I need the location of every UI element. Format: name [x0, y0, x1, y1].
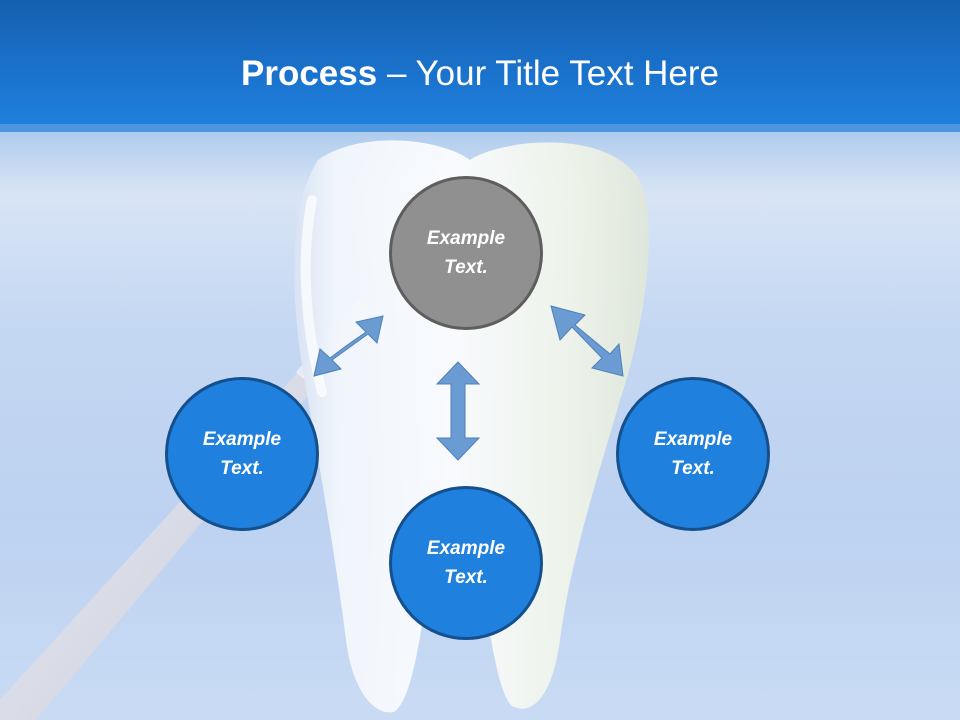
- tooth-shape: [294, 140, 649, 713]
- arrow-left-top: [313, 315, 384, 377]
- arrow-right-top: [550, 305, 624, 377]
- arrow-center: [435, 361, 481, 461]
- title-rest: – Your Title Text Here: [377, 54, 719, 93]
- node-bottom-label: Example Text.: [426, 538, 506, 588]
- node-left: Example Text.: [165, 377, 319, 531]
- slide-title: Process – Your Title Text Here: [0, 52, 960, 96]
- header-band: [0, 0, 960, 132]
- node-right-label: Example Text.: [653, 429, 733, 479]
- node-right: Example Text.: [616, 377, 770, 531]
- node-bottom: Example Text.: [389, 486, 543, 640]
- node-top: Example Text.: [389, 176, 543, 330]
- node-left-label: Example Text.: [202, 429, 282, 479]
- node-top-label: Example Text.: [426, 228, 506, 278]
- title-bold: Process: [241, 54, 378, 93]
